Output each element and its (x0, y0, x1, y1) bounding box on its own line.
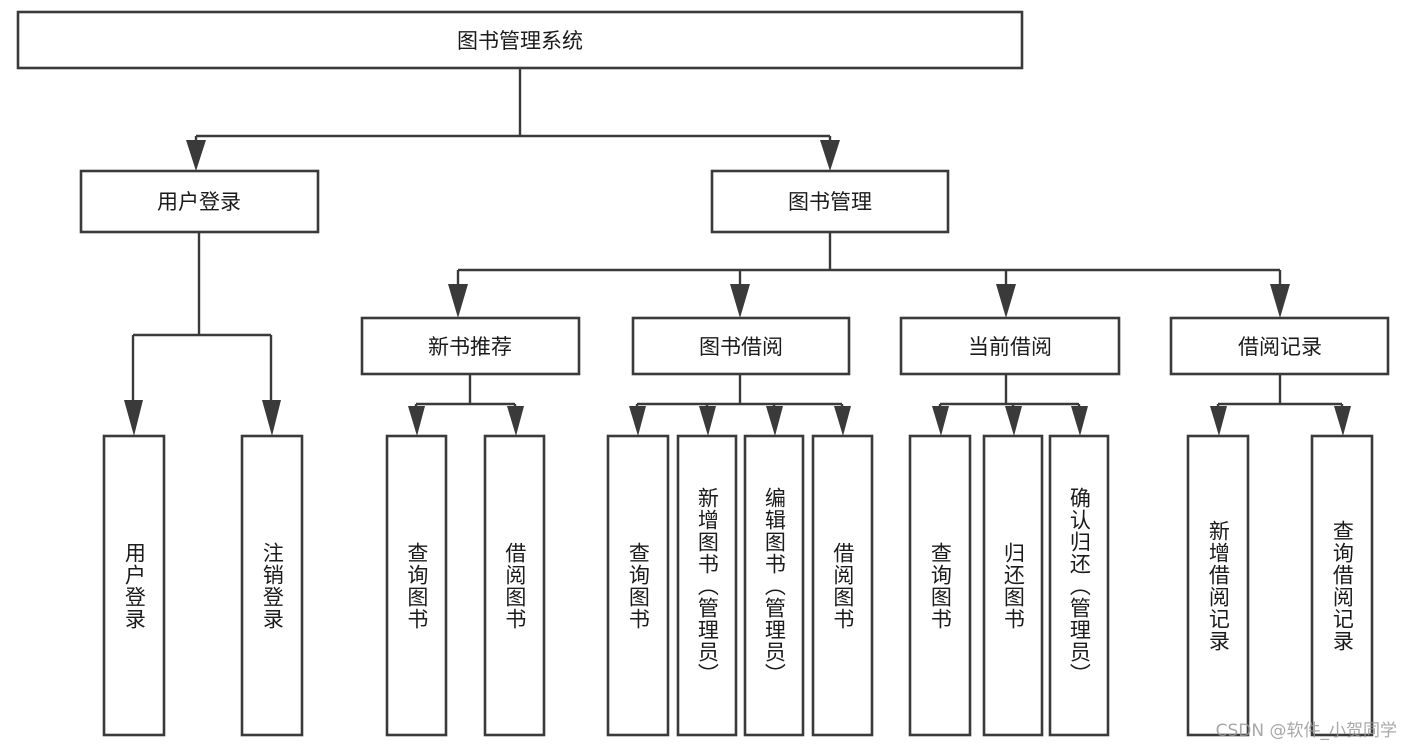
node-current-borrow[interactable]: 当前借阅 (899, 316, 1121, 376)
leaf-box-borrow-book-newrec[interactable] (483, 434, 546, 737)
leaf-box-borrow-book[interactable] (811, 434, 874, 737)
node-root-box[interactable] (16, 10, 1024, 70)
leaf-box-query-book-current[interactable] (908, 434, 972, 737)
leaf-box-confirm-return-admin[interactable] (1048, 434, 1110, 737)
node-book-management-label: 图书管理 (788, 190, 872, 214)
arrow-head-bookmgmt-c3 (996, 284, 1016, 318)
connector-group-root (186, 68, 840, 171)
node-current-borrow-box[interactable] (899, 316, 1121, 376)
node-user-login-box[interactable] (79, 169, 320, 234)
connector-group-current (932, 374, 1088, 436)
watermark-text: CSDN @软件_小贺同学 (1215, 721, 1397, 741)
arrow-head-borrow-l2 (699, 406, 716, 436)
arrow-head-borrow-l3 (766, 406, 783, 436)
connector-group-borrow (629, 374, 851, 436)
leaf-box-return-book[interactable] (982, 434, 1044, 737)
arrow-head-bookmgmt-c1 (448, 284, 468, 318)
arrow-head-root-to-login (186, 140, 206, 171)
arrow-head-newbook-l1 (408, 406, 425, 436)
arrow-head-login-leaf2 (262, 400, 281, 436)
arrow-head-bookmgmt-c2 (730, 284, 750, 318)
connector-group-bookmgmt (448, 232, 1290, 318)
node-borrow-record-label: 借阅记录 (1238, 335, 1322, 359)
node-current-borrow-label: 当前借阅 (968, 335, 1052, 359)
arrow-head-login-leaf1 (124, 400, 143, 436)
leaf-box-add-borrow-record[interactable] (1186, 434, 1250, 737)
arrow-head-record-l2 (1334, 406, 1351, 436)
connector-group-record (1210, 374, 1351, 436)
arrow-head-root-to-bookmgmt (820, 140, 840, 171)
node-book-borrow[interactable]: 图书借阅 (631, 316, 851, 376)
leaf-box-edit-book-admin[interactable] (743, 434, 805, 737)
arrow-head-current-l1 (932, 406, 949, 436)
connector-group-newbook (408, 374, 524, 436)
node-root-label: 图书管理系统 (457, 29, 583, 53)
leaf-box-query-borrow-record[interactable] (1310, 434, 1374, 737)
node-new-book-recommend-label: 新书推荐 (428, 335, 512, 359)
node-borrow-record[interactable]: 借阅记录 (1169, 316, 1390, 376)
leaf-box-user-login[interactable] (102, 434, 166, 737)
leaf-box-logout[interactable] (240, 434, 304, 737)
node-book-borrow-box[interactable] (631, 316, 851, 376)
node-root[interactable]: 图书管理系统 (16, 10, 1024, 70)
node-borrow-record-box[interactable] (1169, 316, 1390, 376)
node-user-login[interactable]: 用户登录 (79, 169, 320, 234)
node-book-management[interactable]: 图书管理 (710, 169, 950, 234)
leaf-box-add-book-admin[interactable] (676, 434, 738, 737)
arrow-head-current-l3 (1071, 406, 1088, 436)
arrow-head-bookmgmt-c4 (1270, 284, 1290, 318)
node-new-book-recommend[interactable]: 新书推荐 (360, 316, 581, 376)
leaf-box-query-book-borrow[interactable] (606, 434, 670, 737)
leaf-node-group (102, 434, 1374, 737)
arrow-head-current-l2 (1005, 406, 1022, 436)
node-book-borrow-label: 图书借阅 (699, 335, 783, 359)
node-new-book-recommend-box[interactable] (360, 316, 581, 376)
node-book-management-box[interactable] (710, 169, 950, 234)
arrow-head-record-l1 (1210, 406, 1227, 436)
leaf-box-query-book-newrec[interactable] (385, 434, 448, 737)
node-user-login-label: 用户登录 (157, 190, 241, 214)
arrow-head-borrow-l4 (834, 406, 851, 436)
connector-group-login (124, 232, 281, 436)
arrow-head-borrow-l1 (629, 406, 646, 436)
arrow-head-newbook-l2 (507, 406, 524, 436)
